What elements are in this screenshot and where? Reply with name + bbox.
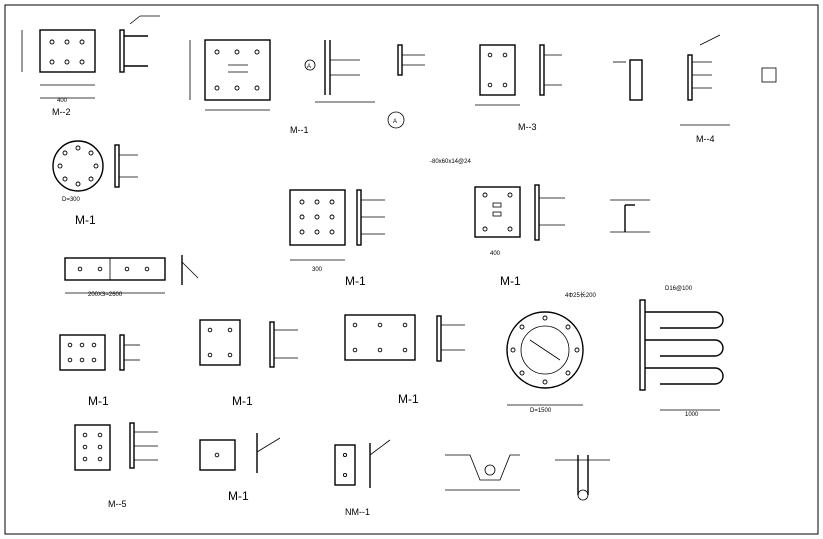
detail-embedded bbox=[555, 455, 610, 501]
detail-nm1: NM--1 bbox=[334, 439, 391, 517]
axis-a: A bbox=[307, 64, 311, 70]
detail-round-plate: D=1500 4Φ25长200 bbox=[506, 291, 596, 414]
label-m1-e: M-1 bbox=[88, 394, 109, 408]
note-plate: -80x60x14@24 bbox=[430, 159, 471, 165]
label-m4: M--4 bbox=[696, 134, 715, 144]
detail-anchor bbox=[610, 199, 650, 233]
label-m1-g: M-1 bbox=[398, 392, 419, 406]
detail-m1-grid: 300 M-1 bbox=[289, 189, 385, 288]
label-m2: M--2 bbox=[52, 107, 71, 117]
dim-400-b: 400 bbox=[490, 251, 501, 257]
detail-m1-row3-b: M-1 bbox=[199, 319, 298, 408]
detail-m1-round: D=300 M-1 bbox=[52, 140, 138, 227]
dim-d300: D=300 bbox=[62, 197, 81, 203]
dim-2000x3: 200X3=2600 bbox=[88, 292, 123, 298]
detail-m1-section: A M--1 A bbox=[290, 40, 425, 135]
label-m3: M--3 bbox=[518, 122, 537, 132]
label-m1-d: M-1 bbox=[500, 274, 521, 288]
label-m1-c: M-1 bbox=[345, 274, 366, 288]
detail-m1-row3-a: M-1 bbox=[59, 334, 140, 408]
detail-rebar: D16@100 1000 bbox=[639, 286, 724, 418]
detail-strip: 200X3=2600 bbox=[64, 255, 199, 298]
label-m1-f: M-1 bbox=[232, 394, 253, 408]
note-bolt-ring: 4Φ25长200 bbox=[565, 291, 596, 299]
sheet-border bbox=[4, 4, 819, 535]
label-m5: M--5 bbox=[108, 499, 127, 509]
section-a: A bbox=[393, 119, 397, 125]
dim-d1500: D=1500 bbox=[530, 408, 552, 414]
label-m1-b: M-1 bbox=[75, 213, 96, 227]
detail-m1-row3-c: M-1 bbox=[344, 314, 465, 406]
dim-1000: 1000 bbox=[685, 412, 699, 418]
detail-anchor-foot bbox=[445, 454, 520, 491]
dim-400: 400 bbox=[57, 98, 68, 104]
detail-m2: M--2 400 bbox=[21, 15, 160, 117]
detail-m5: M--5 bbox=[74, 422, 158, 509]
label-m1-a: M--1 bbox=[290, 125, 309, 135]
label-m1-h: M-1 bbox=[228, 489, 249, 503]
note-rebar: D16@100 bbox=[665, 286, 693, 292]
detail-m1-slot: -80x60x14@24 400 M-1 bbox=[430, 159, 565, 288]
detail-m4: M--4 bbox=[613, 34, 777, 144]
detail-m3: M--3 bbox=[475, 44, 562, 132]
dim-300: 300 bbox=[312, 267, 323, 273]
detail-m1-small: M-1 bbox=[199, 433, 281, 503]
detail-m1-square bbox=[189, 39, 271, 111]
label-nm1: NM--1 bbox=[345, 507, 370, 517]
